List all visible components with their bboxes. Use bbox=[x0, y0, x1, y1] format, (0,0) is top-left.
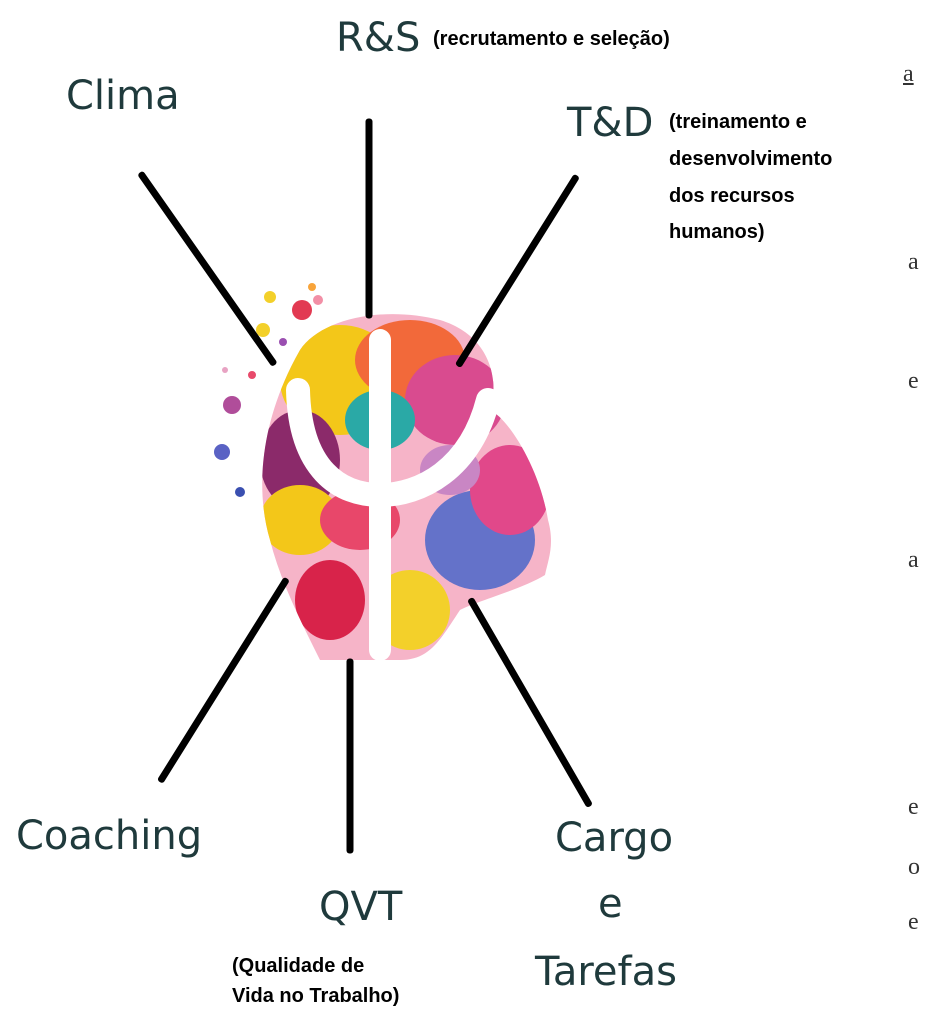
node-cargo-title-line: e bbox=[598, 884, 623, 924]
node-qvt-title: QVT bbox=[319, 887, 402, 927]
connector-line bbox=[366, 119, 373, 319]
node-td-detail-line: dos recursos bbox=[669, 183, 795, 209]
node-td-detail-line: (treinamento e bbox=[669, 109, 807, 135]
node-qvt-detail-line: Vida no Trabalho) bbox=[232, 983, 399, 1009]
node-coaching-title: Coaching bbox=[16, 816, 202, 856]
node-td-title: T&D bbox=[567, 103, 653, 143]
node-rs-title: R&S bbox=[336, 18, 420, 58]
node-clima-title: Clima bbox=[66, 76, 180, 116]
node-qvt-detail-line: (Qualidade de bbox=[232, 953, 364, 979]
node-rs-detail: (recrutamento e seleção) bbox=[433, 26, 670, 52]
node-cargo-title-line: Cargo bbox=[555, 818, 673, 858]
node-cargo-title-line: Tarefas bbox=[535, 952, 677, 992]
node-td-detail-line: desenvolvimento bbox=[669, 146, 832, 172]
node-td-detail-line: humanos) bbox=[669, 219, 765, 245]
connector-line bbox=[347, 659, 354, 854]
